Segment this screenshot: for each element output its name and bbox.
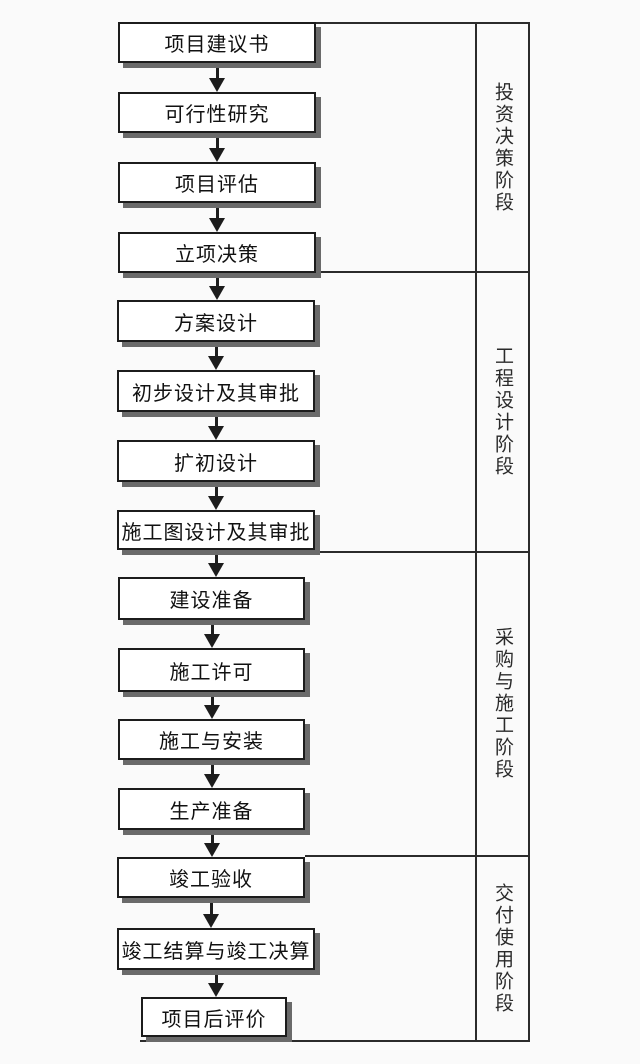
phase-column-right-border bbox=[528, 22, 530, 1042]
phase-label-procurement-construction: 采购与施工阶段 bbox=[492, 627, 513, 781]
phase-divider-1 bbox=[317, 271, 530, 273]
arrow-down-icon bbox=[203, 898, 219, 928]
arrow-down-icon bbox=[208, 482, 224, 510]
node-construction-permit: 施工许可 bbox=[118, 648, 305, 692]
node-construction-drawing-design-approval: 施工图设计及其审批 bbox=[117, 510, 315, 550]
node-construction-installation: 施工与安装 bbox=[118, 719, 305, 760]
arrow-down-icon bbox=[209, 203, 225, 232]
phase-divider-bottom bbox=[140, 1040, 530, 1042]
node-completion-acceptance: 竣工验收 bbox=[117, 857, 305, 898]
arrow-down-icon bbox=[208, 550, 224, 577]
arrow-down-icon bbox=[209, 133, 225, 162]
phase-label-engineering-design: 工程设计阶段 bbox=[492, 346, 513, 478]
node-construction-preparation: 建设准备 bbox=[118, 577, 305, 620]
arrow-down-icon bbox=[204, 620, 220, 648]
node-scheme-design: 方案设计 bbox=[117, 300, 315, 342]
arrow-down-icon bbox=[204, 692, 220, 719]
node-post-project-evaluation: 项目后评价 bbox=[141, 997, 287, 1037]
node-project-evaluation: 项目评估 bbox=[118, 162, 316, 203]
phase-column-left-border bbox=[475, 22, 477, 1042]
node-production-preparation: 生产准备 bbox=[118, 788, 305, 830]
arrow-down-icon bbox=[209, 273, 225, 300]
phase-divider-top bbox=[313, 22, 530, 24]
node-feasibility-study: 可行性研究 bbox=[118, 92, 316, 133]
arrow-down-icon bbox=[204, 760, 220, 788]
node-approval-decision: 立项决策 bbox=[118, 232, 316, 273]
arrow-down-icon bbox=[204, 830, 220, 857]
phase-divider-3 bbox=[305, 855, 530, 857]
arrow-down-icon bbox=[208, 342, 224, 370]
phase-label-investment-decision: 投资决策阶段 bbox=[492, 81, 513, 214]
phase-label-delivery-use: 交付使用阶段 bbox=[492, 882, 513, 1015]
node-expanded-preliminary-design: 扩初设计 bbox=[117, 440, 315, 482]
node-project-proposal: 项目建议书 bbox=[118, 22, 316, 63]
node-preliminary-design-approval: 初步设计及其审批 bbox=[117, 370, 315, 412]
arrow-down-icon bbox=[208, 970, 224, 997]
arrow-down-icon bbox=[208, 412, 224, 440]
node-completion-settlement: 竣工结算与竣工决算 bbox=[117, 928, 315, 970]
arrow-down-icon bbox=[209, 63, 225, 92]
phase-divider-2 bbox=[315, 551, 530, 553]
